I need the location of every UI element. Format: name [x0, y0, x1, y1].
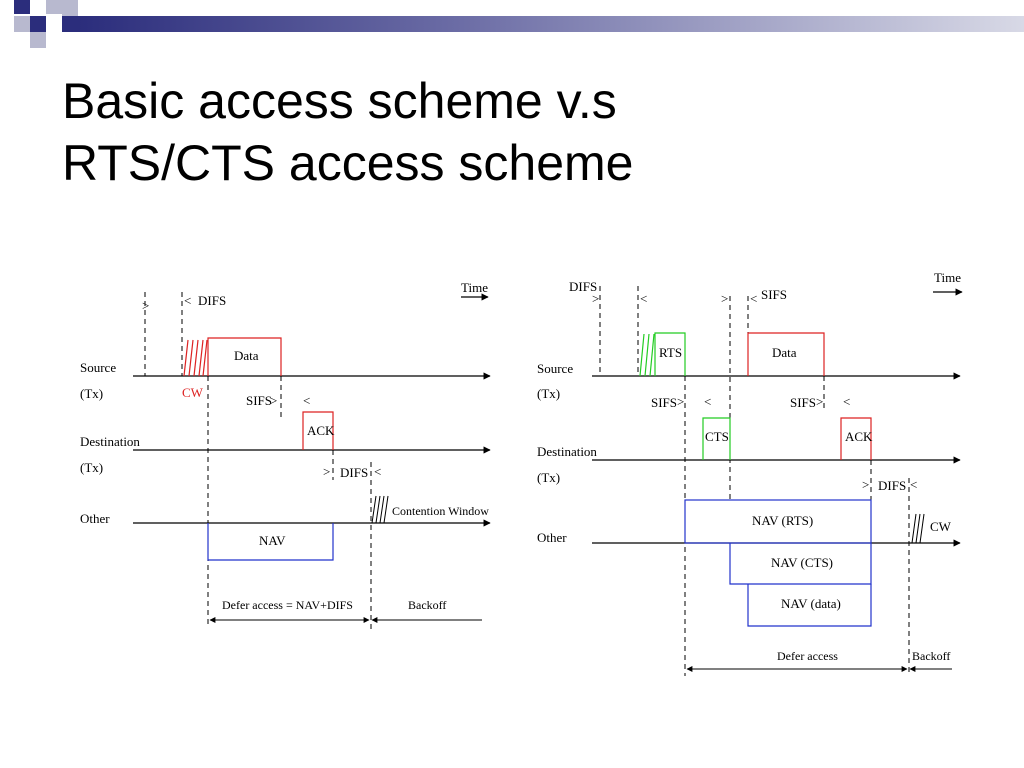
- source-tx-label: (Tx): [537, 386, 560, 401]
- difs-top-label: DIFS: [569, 279, 597, 294]
- title-line-2: RTS/CTS access scheme: [62, 135, 634, 191]
- deco-square: [62, 16, 78, 32]
- sifs-left-label: SIFS: [651, 395, 677, 410]
- difs-marker: <: [910, 477, 917, 492]
- ack-label: ACK: [845, 429, 873, 444]
- backoff-label: Backoff: [408, 598, 446, 612]
- defer-label: Defer access: [777, 649, 838, 663]
- nav-rts-box: [684, 499, 872, 544]
- deco-square: [46, 0, 62, 14]
- nav-data-box: [747, 584, 872, 627]
- destination-tx-label: (Tx): [537, 470, 560, 485]
- nav-cts-label: NAV (CTS): [771, 555, 833, 570]
- difs-mid-label: DIFS: [878, 478, 906, 493]
- sifs-marker: <: [843, 394, 850, 409]
- rtscts-diagram: Time Source (Tx) Destination (Tx) Other …: [537, 270, 963, 676]
- sifs-right-label: SIFS: [790, 395, 816, 410]
- sifs-marker: >: [816, 394, 823, 409]
- sifs-marker: >: [721, 291, 728, 306]
- difs-top-label: DIFS: [198, 293, 226, 308]
- difs-marker: <: [184, 293, 191, 308]
- deco-bar: [78, 16, 1024, 32]
- sifs-marker: >: [677, 394, 684, 409]
- difs-marker: >: [862, 477, 869, 492]
- destination-tx-label: (Tx): [80, 460, 103, 475]
- backoff-label: Backoff: [912, 649, 950, 663]
- sifs-label: SIFS: [246, 393, 272, 408]
- data-label: Data: [234, 348, 259, 363]
- sifs-marker: <: [303, 393, 310, 408]
- destination-label: Destination: [80, 434, 140, 449]
- rts-frame: [654, 332, 686, 376]
- sifs-marker: <: [750, 291, 757, 306]
- nav-label: NAV: [259, 533, 286, 548]
- deco-square: [14, 16, 30, 32]
- source-label: Source: [80, 360, 116, 375]
- data-frame: [747, 332, 825, 376]
- destination-label: Destination: [537, 444, 597, 459]
- deco-square: [30, 32, 46, 48]
- difs-marker: >: [142, 298, 149, 313]
- data-label: Data: [772, 345, 797, 360]
- cts-label: CTS: [705, 429, 729, 444]
- sifs-marker: <: [704, 394, 711, 409]
- ack-frame: [840, 417, 872, 460]
- difs-marker: >: [323, 464, 330, 479]
- ack-label: ACK: [307, 423, 335, 438]
- defer-label: Defer access = NAV+DIFS: [222, 598, 353, 612]
- cw-label: CW: [930, 519, 952, 534]
- rts-hatch: [639, 333, 655, 377]
- difs-marker: <: [640, 291, 647, 306]
- cw-label: CW: [182, 385, 204, 400]
- difs-marker: <: [374, 464, 381, 479]
- time-label: Time: [461, 280, 488, 295]
- corner-decoration: [0, 0, 1024, 50]
- nav-cts-box: [729, 543, 872, 585]
- basic-access-diagram: Time Source (Tx) Destination (Tx) Other …: [80, 280, 491, 630]
- deco-square: [30, 16, 46, 32]
- source-tx-label: (Tx): [80, 386, 103, 401]
- cw-hatch: [911, 513, 925, 544]
- rts-label: RTS: [659, 345, 682, 360]
- nav-data-label: NAV (data): [781, 596, 841, 611]
- ack-frame: [302, 411, 334, 450]
- other-label: Other: [80, 511, 110, 526]
- sifs-marker: >: [270, 393, 277, 408]
- deco-square: [14, 0, 30, 14]
- nav-frame: [207, 523, 334, 561]
- sifs-top-label: SIFS: [761, 287, 787, 302]
- slide-title: Basic access scheme v.s RTS/CTS access s…: [62, 70, 633, 194]
- contention-hatch: [371, 495, 389, 524]
- other-label: Other: [537, 530, 567, 545]
- difs-mid-label: DIFS: [340, 465, 368, 480]
- contention-window-label: Contention Window: [392, 504, 489, 518]
- nav-rts-label: NAV (RTS): [752, 513, 813, 528]
- title-line-1: Basic access scheme v.s: [62, 73, 617, 129]
- cts-frame: [702, 417, 731, 460]
- difs-marker: >: [592, 291, 599, 306]
- time-label: Time: [934, 270, 961, 285]
- cw-hatch: [183, 339, 208, 377]
- deco-square: [62, 0, 78, 16]
- source-label: Source: [537, 361, 573, 376]
- data-frame: [207, 337, 282, 376]
